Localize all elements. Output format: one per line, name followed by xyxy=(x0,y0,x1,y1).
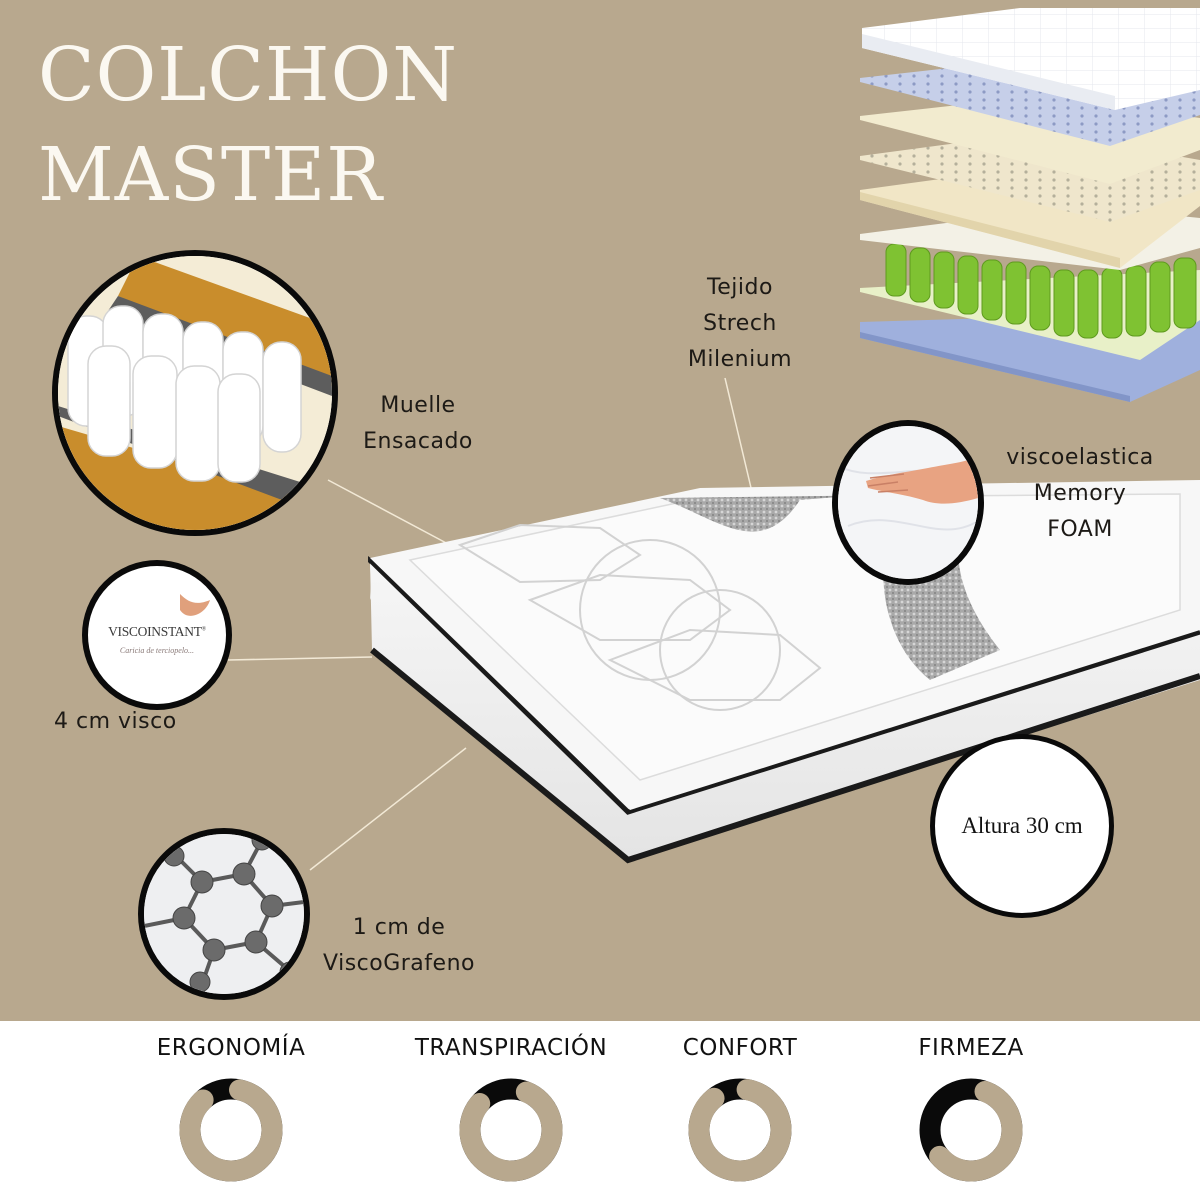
metric-label: TRANSPIRACIÓN xyxy=(414,1035,608,1061)
donut-ring-icon xyxy=(688,1078,792,1182)
logo-brand-text: VISCOINSTANT xyxy=(108,624,202,639)
callout-leader-lines xyxy=(227,377,753,871)
logo-registered-mark: ® xyxy=(201,626,207,633)
graphene-molecule-illustration xyxy=(144,834,304,994)
metric-firmeza: FIRMEZA xyxy=(851,1033,1091,1183)
hero-panel: COLCHON MASTER xyxy=(0,0,1200,1021)
graphene-image xyxy=(138,828,310,1000)
metric-confort: CONFORT xyxy=(620,1033,860,1183)
hand-on-foam-illustration xyxy=(838,426,978,579)
pocket-springs-image xyxy=(52,250,338,536)
callout-grafeno-line2: ViscoGrafeno xyxy=(323,951,475,976)
callout-muelle-line2: Ensacado xyxy=(363,429,473,454)
metric-label: FIRMEZA xyxy=(918,1035,1024,1061)
donut-ring-icon xyxy=(179,1078,283,1182)
callout-tejido-line2: Strech xyxy=(703,311,777,336)
feather-icon xyxy=(180,594,210,616)
product-title-line2: MASTER xyxy=(38,132,383,218)
product-title-line1: COLCHON xyxy=(38,32,458,118)
metric-label: ERGONOMÍA xyxy=(156,1035,306,1061)
donut-ring-icon xyxy=(459,1078,563,1182)
callout-4cm-visco: 4 cm visco xyxy=(54,709,177,734)
metric-label: CONFORT xyxy=(682,1035,798,1061)
pocket-springs-illustration xyxy=(58,256,332,530)
mattress-product-image xyxy=(368,480,1200,864)
logo-tagline: Caricia de terciopelo... xyxy=(119,646,195,655)
height-label: Altura 30 cm xyxy=(961,813,1083,838)
callout-grafeno-line1: 1 cm de xyxy=(352,915,446,940)
callout-viscoelastica: viscoelastica Memory FOAM xyxy=(990,440,1170,548)
metric-ergonomia: ERGONOMÍA xyxy=(111,1033,351,1183)
callout-tejido-strech: Tejido Strech Milenium xyxy=(660,270,820,378)
viscoinstant-logo: VISCOINSTANT® Caricia de terciopelo... xyxy=(88,566,226,704)
mattress-layers-illustration xyxy=(860,8,1200,402)
callout-tejido-line3: Milenium xyxy=(687,347,793,372)
callout-visco-line1: viscoelastica xyxy=(1006,445,1154,470)
callout-muelle-line1: Muelle xyxy=(380,393,456,418)
metrics-strip: ERGONOMÍA TRANSPIRACIÓN CONFORT FIRMEZA xyxy=(0,1021,1200,1200)
callout-muelle-ensacado: Muelle Ensacado xyxy=(348,388,488,460)
memory-foam-image xyxy=(832,420,984,585)
height-badge: Altura 30 cm xyxy=(930,734,1114,918)
callout-viscografeno: 1 cm de ViscoGrafeno xyxy=(304,910,494,982)
callout-visco-line3: FOAM xyxy=(1047,517,1113,542)
callout-tejido-line1: Tejido xyxy=(707,275,773,300)
callout-visco-line2: Memory xyxy=(1033,481,1127,506)
viscoinstant-logo-badge: VISCOINSTANT® Caricia de terciopelo... xyxy=(82,560,232,710)
metric-transpiracion: TRANSPIRACIÓN xyxy=(391,1033,631,1183)
donut-ring-icon xyxy=(919,1078,1023,1182)
